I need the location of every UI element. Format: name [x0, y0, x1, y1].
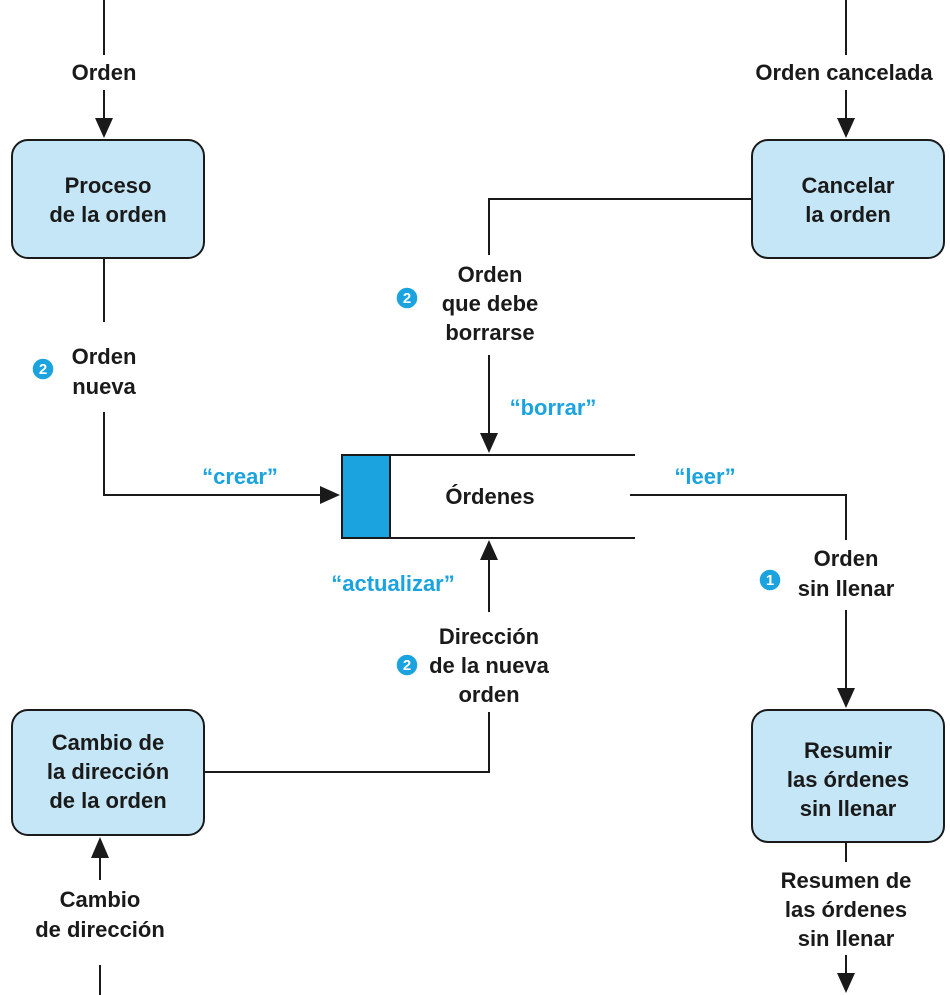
badge-2-icon [395, 653, 419, 677]
flow-resumen-line2: las órdenes [785, 897, 907, 922]
badge-1-icon [758, 568, 782, 592]
process-summarize-line1: Resumir [804, 738, 892, 763]
arrow-head [480, 433, 498, 453]
flow-orden-in-label: Orden [72, 60, 137, 85]
flow-orden-borrar-line1: Orden [458, 262, 523, 287]
process-address-change: Cambio de la dirección de la orden [11, 709, 205, 836]
flow-orden-nueva: 2 Orden nueva “crear” [31, 258, 340, 504]
flow-resumen-line1: Resumen de [781, 868, 912, 893]
process-address-change-line2: la dirección [47, 759, 169, 784]
process-order-process: Proceso de la orden [11, 139, 205, 259]
process-summarize-line2: las órdenes [787, 767, 909, 792]
arrow-head [837, 688, 855, 708]
arrow-head [95, 118, 113, 138]
process-address-change-line1: Cambio de [52, 730, 164, 755]
flow-orden-nueva-line1: Orden [72, 344, 137, 369]
arrow-head [480, 540, 498, 560]
process-summarize-line3: sin llenar [800, 796, 897, 821]
flow-orden-sin-llenar: “leer” 1 Orden sin llenar [630, 464, 895, 708]
flow-direccion-nueva-line1: Dirección [439, 624, 539, 649]
process-cancel-order-line2: la orden [805, 202, 891, 227]
flow-orden-borrar-line2: que debe [442, 291, 539, 316]
flow-orden-cancelada: Orden cancelada [755, 0, 933, 138]
badge-number: 1 [766, 572, 774, 589]
flow-orden-sin-llenar-line2: sin llenar [798, 576, 895, 601]
datastore-id-block [341, 454, 391, 539]
process-order-process-box [11, 139, 205, 259]
flow-orden-borrar: 2 Orden que debe borrarse “borrar” [395, 198, 752, 453]
badge-2-icon [395, 286, 419, 310]
flow-cambio-direccion-line2: de dirección [35, 917, 165, 942]
flow-direccion-nueva: “actualizar” 2 Dirección de la nueva ord… [204, 540, 550, 773]
op-actualizar-label: “actualizar” [331, 571, 455, 596]
arrow-head [320, 486, 340, 504]
op-borrar-label: “borrar” [510, 395, 597, 420]
process-cancel-order-line1: Cancelar [802, 173, 895, 198]
flow-direccion-nueva-line2: de la nueva [429, 653, 550, 678]
flow-direccion-nueva-line3: orden [458, 682, 519, 707]
flow-orden-cancelada-label: Orden cancelada [755, 60, 933, 85]
process-cancel-order-box [751, 139, 945, 259]
badge-2-icon [31, 357, 55, 381]
flow-orden-in: Orden [72, 0, 137, 138]
process-order-process-line2: de la orden [49, 202, 166, 227]
flow-orden-nueva-line2: nueva [72, 374, 136, 399]
flow-cambio-direccion: Cambio de dirección [35, 837, 165, 995]
process-order-process-line1: Proceso [65, 173, 152, 198]
badge-number: 2 [403, 657, 411, 674]
process-address-change-line3: de la orden [49, 788, 166, 813]
badge-number: 2 [39, 361, 47, 378]
op-crear-label: “crear” [202, 464, 278, 489]
flow-orden-sin-llenar-line1: Orden [814, 546, 879, 571]
flow-orden-borrar-line3: borrarse [445, 320, 534, 345]
op-leer-label: “leer” [674, 464, 735, 489]
arrow-head [91, 837, 109, 858]
flow-resumen: Resumen de las órdenes sin llenar [781, 842, 912, 993]
flow-cambio-direccion-line1: Cambio [60, 887, 141, 912]
arrow-head [837, 118, 855, 138]
badge-number: 2 [403, 290, 411, 307]
process-summarize: Resumir las órdenes sin llenar [751, 709, 945, 843]
datastore-ordenes: Órdenes [341, 454, 635, 539]
datastore-label: Órdenes [445, 484, 534, 509]
flow-resumen-line3: sin llenar [798, 926, 895, 951]
arrow-head [837, 973, 855, 993]
process-summarize-box [751, 709, 945, 843]
process-cancel-order: Cancelar la orden [751, 139, 945, 259]
